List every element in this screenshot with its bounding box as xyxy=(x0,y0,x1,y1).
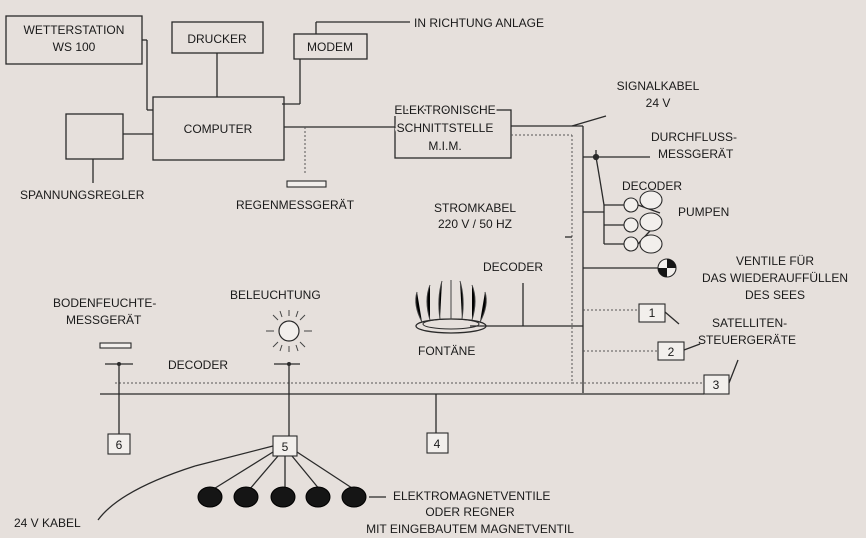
rain-gauge-label: REGENMESSGERÄT xyxy=(236,198,355,212)
pump-4 xyxy=(639,190,663,210)
interface-label-line2: SCHNITTSTELLE xyxy=(397,121,494,135)
signal-cable-label-line1: SIGNALKABEL xyxy=(617,79,700,93)
solenoid-valves-label-line2: ODER REGNER xyxy=(425,505,515,519)
flow-meter-label-line2: MESSGERÄT xyxy=(658,147,734,161)
solenoid-valve-4 xyxy=(305,486,331,508)
cable-24v-label: 24 V KABEL xyxy=(14,516,81,530)
fountain-decoder-label: DECODER xyxy=(483,260,543,274)
soil-sensor-label-line2: MESSGERÄT xyxy=(66,313,142,327)
rain-gauge-symbol xyxy=(286,180,327,188)
fountain-symbol xyxy=(415,280,487,334)
pumps-label: PUMPEN xyxy=(678,205,729,219)
to-system-label: IN RICHTUNG ANLAGE xyxy=(414,16,544,30)
decoder-box-6-number: 6 xyxy=(116,438,123,452)
pump-3 xyxy=(623,236,639,252)
printer-label: DRUCKER xyxy=(187,32,247,46)
solenoid-valve-5 xyxy=(341,486,367,508)
soil-moisture-sensor-symbol xyxy=(99,342,132,349)
interface-label-line3: M.I.M. xyxy=(428,139,461,153)
voltage-regulator-label: SPANNUNGSREGLER xyxy=(20,188,145,202)
satellite-controller-1 xyxy=(638,303,666,323)
lighting-symbol xyxy=(266,310,312,352)
interface-label-line1: ELEKTRONISCHE xyxy=(394,103,495,117)
pump-1 xyxy=(623,197,639,213)
lighting-label: BELEUCHTUNG xyxy=(230,288,321,302)
weather-station-label-line2: WS 100 xyxy=(53,40,96,54)
pump-6 xyxy=(639,234,663,254)
lake-valve-label-line2: DAS WIEDERAUFFÜLLEN xyxy=(702,271,848,285)
computer-box xyxy=(152,96,285,161)
satellite-controller-2-number: 2 xyxy=(668,345,675,359)
pump-decoder-label: DECODER xyxy=(622,179,682,193)
power-cable-label-line2: 220 V / 50 HZ xyxy=(438,217,512,231)
decoder-box-4 xyxy=(426,432,449,454)
computer-label: COMPUTER xyxy=(184,122,253,136)
pump-2 xyxy=(623,217,639,233)
modem-box xyxy=(293,33,368,60)
signal-cable-label-line2: 24 V xyxy=(646,96,671,110)
field-decoder-label: DECODER xyxy=(168,358,228,372)
satellite-controller-3 xyxy=(703,374,730,395)
voltage-regulator-box xyxy=(65,113,124,160)
weather-station-label-line1: WETTERSTATION xyxy=(24,23,125,37)
decoder-box-5-number: 5 xyxy=(282,440,289,454)
decoder-box-6 xyxy=(107,433,131,455)
solenoid-valve-2 xyxy=(233,486,259,508)
soil-sensor-label-line1: BODENFEUCHTE- xyxy=(53,296,156,310)
lake-valve-label-line1: VENTILE FÜR xyxy=(736,254,814,268)
pump-5 xyxy=(639,212,663,232)
decoder-box-4-number: 4 xyxy=(434,437,441,451)
solenoid-valve-3 xyxy=(270,486,296,508)
lake-valve-label-line3: DES SEES xyxy=(745,288,805,302)
satellite-label-line1: SATELLITEN- xyxy=(712,316,787,330)
printer-box xyxy=(171,21,264,54)
satellite-controller-3-number: 3 xyxy=(713,378,720,392)
solenoid-valves-label-line3: MIT EINGEBAUTEM MAGNETVENTIL xyxy=(366,522,574,536)
satellite-label-line2: STEUERGERÄTE xyxy=(698,333,796,347)
satellite-controller-1-number: 1 xyxy=(649,306,656,320)
satellite-controller-2 xyxy=(657,341,685,361)
flow-meter-label-line1: DURCHFLUSS- xyxy=(651,130,737,144)
interface-box xyxy=(394,109,512,159)
weather-station-box xyxy=(5,15,143,65)
solenoid-valve-1 xyxy=(197,486,223,508)
modem-label: MODEM xyxy=(307,40,353,54)
solenoid-valves-label-line1: ELEKTROMAGNETVENTILE xyxy=(393,489,550,503)
power-cable-label-line1: STROMKABEL xyxy=(434,201,516,215)
fountain-label: FONTÄNE xyxy=(418,344,475,358)
